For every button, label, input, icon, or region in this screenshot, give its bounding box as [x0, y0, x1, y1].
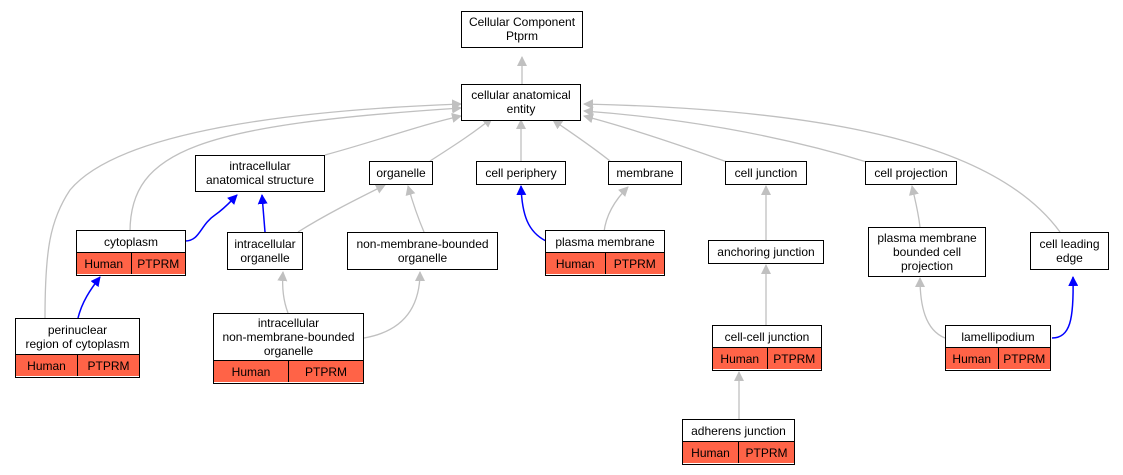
node-organelle[interactable]: organelle	[369, 161, 433, 185]
edge-ias-to-cae	[324, 113, 462, 156]
gene-cell: PTPRM	[604, 253, 665, 274]
node-label-line: cell-cell junction	[724, 329, 810, 344]
node-label-line: perinuclear	[47, 322, 108, 337]
node-label-line: cell projection	[874, 165, 948, 180]
node-label-line: non-membrane-bounded	[222, 330, 355, 344]
node-adherens-junction[interactable]: adherens junction Human PTPRM	[682, 419, 795, 465]
node-label-line: lamellipodium	[961, 329, 1035, 344]
edge-celljunction-to-cae	[583, 113, 731, 164]
node-label-line: membrane	[616, 165, 674, 180]
edge-perinuclear-to-cytoplasm	[77, 276, 101, 319]
species-cell: Human	[691, 445, 730, 460]
node-intracellular-organelle[interactable]: intracellular organelle	[227, 232, 303, 270]
node-perinuclear-region-of-cytoplasm[interactable]: perinuclear region of cytoplasm Human PT…	[15, 318, 140, 378]
gene-cell: PTPRM	[288, 361, 363, 382]
node-intracellular-anatomical-structure[interactable]: intracellular anatomical structure	[195, 155, 325, 192]
edge-nmbo-to-organelle	[405, 185, 425, 233]
node-cell-projection[interactable]: cell projection	[865, 161, 957, 185]
node-label-line: edge	[1056, 250, 1083, 265]
node-cytoplasm[interactable]: cytoplasm Human PTPRM	[76, 230, 186, 276]
species-cell: Human	[27, 358, 66, 373]
edge-inmbo-to-nmbo	[363, 271, 425, 339]
node-non-membrane-bounded-organelle[interactable]: non-membrane-bounded organelle	[347, 232, 498, 270]
node-label-line: bounded cell	[892, 244, 962, 259]
node-label-line: intracellular	[234, 236, 296, 251]
species-cell: Human	[952, 351, 992, 366]
node-label-line: cell periphery	[485, 165, 557, 180]
node-cell-junction[interactable]: cell junction	[725, 161, 807, 185]
node-label-line: Cellular Component	[468, 15, 576, 29]
node-cell-leading-edge[interactable]: cell leading edge	[1030, 232, 1109, 270]
edge-plasmamembrane-to-cellperiphery	[516, 185, 547, 242]
gene-cell: PTPRM	[997, 348, 1051, 369]
node-plasma-membrane-bounded-cell-projection[interactable]: plasma membrane bounded cell projection	[868, 227, 986, 277]
gene-cell: PTPRM	[738, 442, 794, 463]
node-cell-periphery[interactable]: cell periphery	[476, 161, 566, 185]
gene-cell: PTPRM	[77, 355, 139, 376]
node-label-line: cellular anatomical	[471, 88, 571, 102]
edge-cellprojection-to-cae	[583, 106, 871, 164]
edge-inmbo-to-introrganelle	[277, 271, 289, 314]
edge-lamellipodium-to-pmbcp	[915, 277, 946, 339]
node-anchoring-junction[interactable]: anchoring junction	[708, 240, 824, 264]
node-label-line: projection	[900, 258, 954, 273]
node-label-line: cell junction	[734, 165, 798, 180]
edge-cytoplasm-to-ias	[184, 194, 238, 242]
node-label-line: cytoplasm	[103, 234, 159, 249]
node-lamellipodium[interactable]: lamellipodium Human PTPRM	[945, 325, 1051, 371]
edge-lamellipodium-to-leadingedge	[1051, 276, 1079, 339]
node-plasma-membrane[interactable]: plasma membrane Human PTPRM	[545, 230, 665, 276]
node-label-line: region of cytoplasm	[25, 336, 130, 351]
node-label-line: organelle	[376, 165, 426, 180]
node-label-line: plasma membrane	[555, 234, 655, 249]
edge-introrganelle-to-ias	[257, 194, 268, 233]
node-cellular-component-root[interactable]: Cellular Component Ptprm	[461, 11, 583, 48]
node-membrane[interactable]: membrane	[608, 161, 682, 185]
node-cell-cell-junction[interactable]: cell-cell junction Human PTPRM	[712, 325, 822, 371]
edge-membrane-to-cae	[552, 119, 611, 162]
species-cell: Human	[555, 256, 595, 271]
species-cell: Human	[84, 256, 124, 271]
node-label-line: intracellular	[229, 159, 291, 173]
edge-plasmamembrane-to-membrane	[603, 186, 629, 233]
species-cell: Human	[231, 364, 271, 379]
node-label-line: anatomical structure	[205, 173, 315, 187]
node-label-line: plasma membrane	[877, 230, 977, 245]
edge-organelle-to-cae	[429, 117, 493, 162]
species-cell: Human	[720, 351, 760, 366]
node-label-line: adherens junction	[691, 423, 786, 438]
gene-cell: PTPRM	[766, 348, 822, 369]
node-label-line: entity	[506, 102, 536, 116]
node-cellular-anatomical-entity[interactable]: cellular anatomical entity	[461, 84, 581, 121]
node-intracellular-non-membrane-bounded-organelle[interactable]: intracellular non-membrane-bounded organ…	[213, 313, 364, 384]
edge-leadingedge-to-cae	[583, 99, 1061, 233]
gene-cell: PTPRM	[130, 253, 186, 274]
node-label-line: intracellular	[257, 316, 320, 330]
node-label-line: cell leading	[1039, 236, 1100, 251]
edge-cytoplasm-to-cae	[129, 103, 462, 233]
edge-introrganelle-to-organelle	[297, 184, 386, 233]
node-label-line: Ptprm	[505, 29, 538, 43]
node-label-line: organelle	[240, 250, 290, 265]
edge-pmbcp-to-cellprojection	[908, 185, 921, 228]
node-label-line: organelle	[397, 250, 448, 265]
edge-perinuclear-to-cae	[44, 99, 462, 319]
node-label-line: anchoring junction	[717, 244, 815, 259]
node-label-line: non-membrane-bounded	[356, 236, 489, 251]
node-label-line: organelle	[263, 344, 314, 358]
